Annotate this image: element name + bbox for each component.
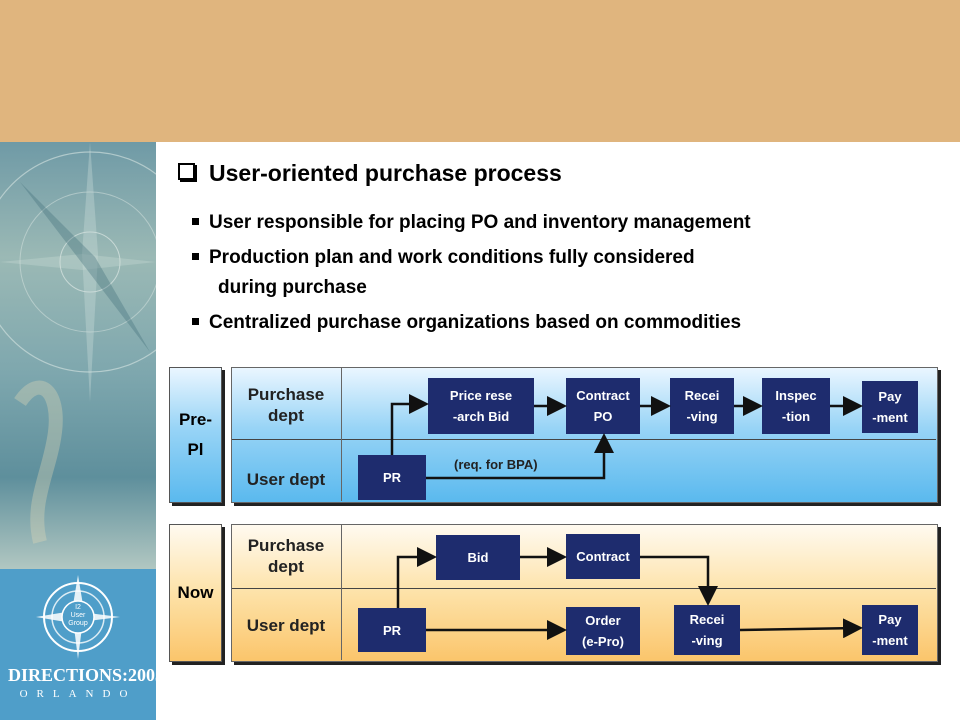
logo-title: DIRECTIONS:2003 — [8, 665, 165, 685]
badge-text-2: User — [71, 612, 86, 619]
payment-box: Pay-ment — [862, 381, 918, 433]
bullet-item: Production plan and work conditions full… — [192, 243, 695, 273]
bullet-text: during purchase — [218, 277, 367, 298]
square-bullet-icon — [192, 253, 199, 260]
bid-box: Bid — [436, 535, 520, 580]
lane-user-dept: User dept — [246, 616, 326, 635]
bullet-continuation: during purchase — [218, 273, 367, 303]
contract-box: Contract — [566, 534, 640, 579]
arrow-contract-to-receiving — [640, 555, 718, 606]
now-label: Now — [177, 583, 214, 602]
order-epro-box: Order(e-Pro) — [566, 607, 640, 655]
preplan-label-line2: Pl — [187, 440, 204, 459]
lane-label-divider — [341, 368, 342, 501]
bullet-item: Centralized purchase organizations based… — [192, 308, 741, 338]
top-decorative-band — [0, 0, 960, 142]
receiving-box: Recei-ving — [670, 378, 734, 434]
bullet-text: User responsible for placing PO and inve… — [209, 212, 751, 233]
arrow-pr-to-price-research — [390, 394, 429, 455]
payment-box: Pay-ment — [862, 605, 918, 655]
heading-text: User-oriented purchase process — [209, 160, 562, 186]
bullet-item: User responsible for placing PO and inve… — [192, 208, 751, 238]
bpa-request-note: (req. for BPA) — [454, 457, 538, 472]
arrow-pr-to-contract-bpa — [426, 433, 614, 480]
badge-text-3: Group — [68, 620, 88, 627]
receiving-box: Recei-ving — [674, 605, 740, 655]
lane-label-divider — [341, 525, 342, 660]
directions-2003-logo: I2 User Group DIRECTIONS:2003 ORLANDO — [0, 569, 165, 720]
checkbox-bullet-icon — [178, 163, 195, 180]
lane-divider — [232, 439, 936, 440]
logo-subtitle: ORLANDO — [19, 688, 137, 700]
inspection-box: Inspec-tion — [762, 378, 830, 434]
badge-text-1: I2 — [75, 604, 81, 611]
price-research-bid-box: Price rese-arch Bid — [428, 378, 534, 434]
bullet-text: Centralized purchase organizations based… — [209, 312, 742, 333]
lane-divider — [232, 588, 936, 589]
preplan-label-line1: Pre- — [178, 410, 213, 429]
arrow-receiving-to-payment — [739, 618, 863, 639]
square-bullet-icon — [192, 318, 199, 325]
preplan-row-label: Pre- Pl — [169, 367, 222, 503]
now-row-label: Now — [169, 524, 222, 662]
compass-map-illustration — [0, 142, 156, 544]
bullet-text: Production plan and work conditions full… — [209, 247, 695, 268]
pr-box: PR — [358, 608, 426, 652]
arrow-pr-to-bid — [396, 547, 437, 608]
pr-box: PR — [358, 455, 426, 500]
square-bullet-icon — [192, 218, 199, 225]
lane-user-dept: User dept — [246, 470, 326, 489]
compass-badge-icon: I2 User Group — [36, 575, 120, 659]
slide-heading: User-oriented purchase process — [178, 160, 562, 187]
